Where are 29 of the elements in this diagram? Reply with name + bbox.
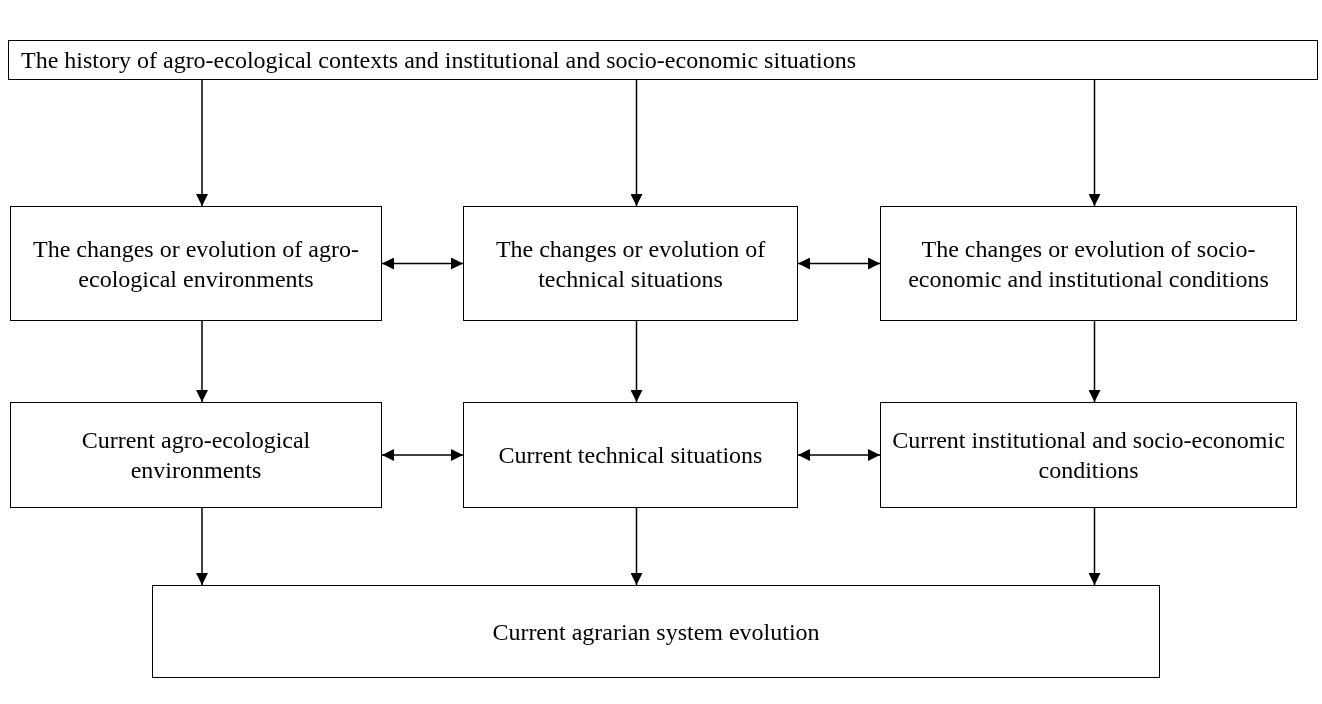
process-box: [463, 206, 798, 321]
box-label: The changes or evolution of agro-ecological environments: [32, 234, 360, 294]
arrow: [196, 320, 208, 403]
box-label: The changes or evolution of socio-economic and institutional conditions: [907, 234, 1270, 294]
arrow: [630, 79, 643, 207]
box-label: Current technical situations: [498, 441, 763, 470]
arrow: [1088, 507, 1101, 586]
arrow: [1088, 320, 1101, 403]
arrow: [1088, 79, 1101, 207]
process-box: [463, 402, 798, 508]
box-label: Current agro-ecological environments: [80, 426, 312, 485]
arrow: [797, 449, 881, 461]
arrow: [797, 257, 881, 270]
arrow: [630, 320, 643, 403]
arrow: [196, 507, 208, 586]
process-box: [880, 206, 1297, 321]
arrow: [381, 449, 464, 461]
process-box: [8, 40, 1318, 80]
box-label: Current agrarian system evolution: [492, 617, 820, 647]
process-box: [880, 402, 1297, 508]
box-label: The changes or evolution of technical situations: [494, 234, 767, 294]
arrow: [196, 79, 208, 207]
box-label: Current institutional and socio-economic conditions: [891, 426, 1286, 485]
process-box: [10, 402, 382, 508]
arrow: [630, 507, 643, 586]
box-label: The history of agro-ecological contexts and institutional and socio-economic situations: [21, 46, 857, 75]
arrow: [381, 257, 464, 270]
process-box: [10, 206, 382, 321]
process-box: [152, 585, 1160, 678]
